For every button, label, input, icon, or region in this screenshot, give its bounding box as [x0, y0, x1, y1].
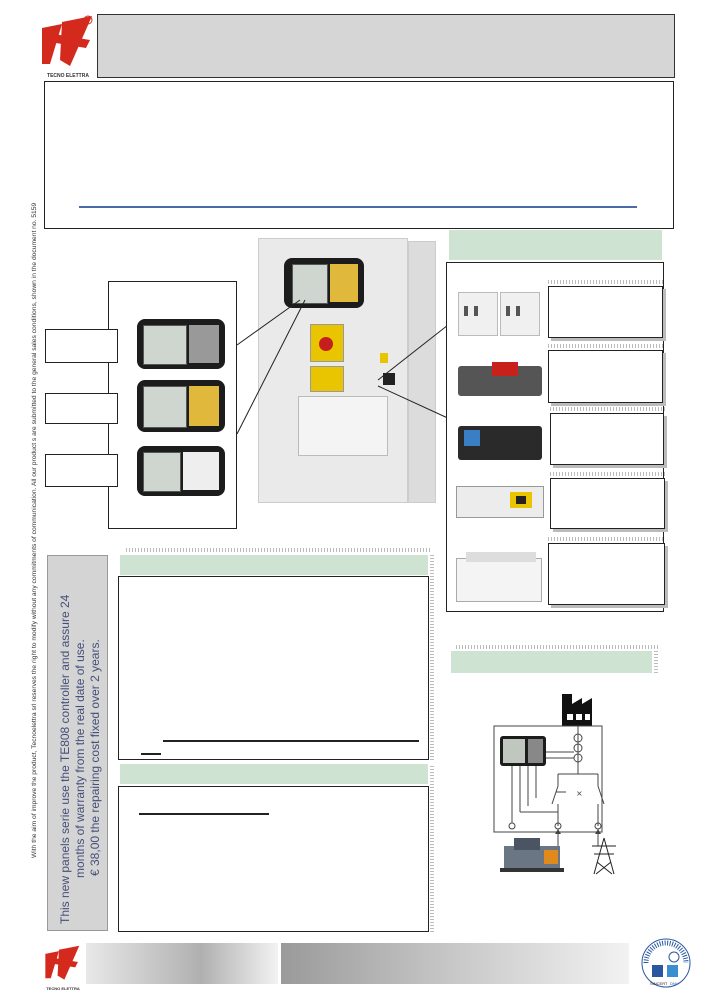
controller-image-3	[137, 446, 225, 496]
footer-logo-caption: TECNO ELETTRA	[46, 986, 80, 991]
mid-section-1-rule-a	[163, 740, 419, 742]
power-pylon-icon	[592, 837, 616, 875]
switch-desc-2	[548, 350, 663, 403]
dots-accent-5	[548, 537, 665, 541]
switch-image-3	[458, 416, 542, 468]
intro-box	[44, 81, 674, 229]
company-logo: TECNO ELETTRA	[40, 12, 96, 79]
switch-image-2	[458, 358, 542, 404]
switch-image-4	[456, 478, 544, 528]
diagram-section-header	[451, 651, 652, 673]
controller-callout-box	[108, 281, 237, 529]
controller-image-2	[137, 380, 225, 432]
dots-accent-1	[548, 280, 665, 284]
intro-blue-rule	[79, 206, 637, 208]
controller-label-1	[45, 329, 118, 363]
mid-section-1-rule-b	[141, 753, 161, 755]
mid-section-2-box	[118, 786, 429, 932]
switch-image-1	[458, 288, 540, 340]
generator-icon	[500, 838, 564, 872]
dots-accent-2	[548, 344, 665, 348]
warranty-line-1: This new panels serie use the TE808 cont…	[58, 594, 72, 924]
svg-text:×: ×	[576, 789, 583, 798]
switch-desc-1	[548, 286, 663, 338]
certification-seal: SINCERT DNV	[636, 937, 696, 989]
warranty-line-3: € 38,00 the repairing cost fixed over 2 …	[88, 639, 102, 876]
controller-label-2	[45, 393, 118, 424]
mid-section-1-box	[118, 576, 429, 760]
factory-icon	[562, 694, 592, 726]
switch-desc-5	[548, 543, 665, 605]
header-title-box	[97, 14, 675, 78]
seal-label-dnv: DNV	[670, 981, 679, 986]
footer-logo: TECNO ELETTRA	[44, 943, 82, 991]
controller-label-3	[45, 454, 118, 487]
logo-caption: TECNO ELETTRA	[47, 73, 89, 79]
mid-section-2-header	[120, 764, 428, 784]
switch-desc-3	[550, 413, 664, 465]
ats-diagram: ×	[493, 694, 616, 875]
diagram-section-dots	[456, 645, 660, 649]
mid-section-2-rule	[139, 813, 269, 815]
warranty-line-2: months of warranty from the real date of…	[73, 639, 87, 878]
footer-band-right	[281, 943, 629, 984]
mid-section-2-side-dots	[430, 764, 434, 932]
dots-accent-4	[550, 472, 667, 476]
panel-photo	[258, 238, 450, 516]
footer-band-left	[86, 943, 278, 984]
warranty-box: This new panels serie use the TE808 cont…	[47, 555, 108, 931]
switch-section-header	[449, 230, 662, 260]
mid-section-1-header	[120, 555, 428, 575]
controller-image-1	[137, 319, 225, 369]
mid-section-1-dots	[126, 548, 432, 552]
switch-desc-4	[550, 478, 665, 529]
seal-label-sincert: SINCERT	[650, 981, 668, 986]
mid-section-1-side-dots	[430, 555, 434, 760]
dots-accent-3	[550, 407, 667, 411]
switch-image-5	[456, 548, 542, 606]
diagram-section-side-dots	[654, 651, 658, 673]
